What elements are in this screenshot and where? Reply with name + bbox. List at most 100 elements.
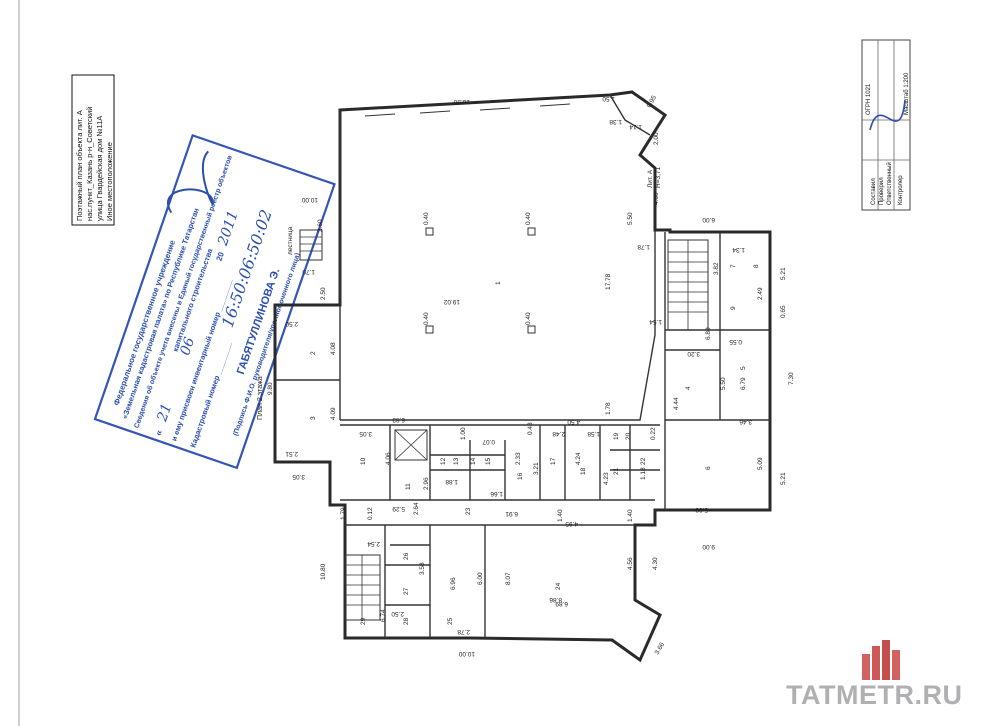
room-num-7: 7 [730,264,737,268]
dim-right-13: 1.34 [732,246,745,253]
stamp-hand-day: 21 [154,402,175,425]
dim-low-13: 1.79 [340,507,347,520]
dim-top-3: 1.38 [609,118,622,125]
dim-mid-14: 2.96 [423,477,430,490]
room-num-18: 18 [580,467,587,475]
title-stamp-label: ОГРН 1021 [866,83,872,115]
room-num-24: 24 [555,582,562,590]
dim-left-3: 1.70 [302,268,315,275]
height-label: Н=3,71 [655,166,662,188]
dim-right-2: 5.50 [627,212,634,225]
dim-right-1: 6.00 [702,216,715,223]
dim-hall-5: 0.40 [423,312,430,325]
dim-low-28: 5.08 [695,506,708,513]
dim-low-29: 3.20 [687,350,700,357]
header-line-4: Иное местоположение [105,142,114,221]
header-line-2: нас.пункт_Казань р-н_Советский [85,107,94,221]
dim-mid-15: 1.88 [445,478,458,485]
dim-top-4: 1.14 [629,123,642,130]
room-num-20: 20 [625,432,632,440]
dim-top-5: 2.00 [653,132,660,145]
stamp-hand-month: 06 [177,335,198,357]
dim-low-6: 4.95 [565,520,578,527]
room-num-19: 19 [613,432,620,440]
room-num-17: 17 [550,457,557,465]
plan-labels: План 2 этажа лестница Лит. А Н=3,71 16.3… [257,94,795,657]
dim-mid-9: 0.43 [527,422,534,435]
room-num-22: 22 [640,457,647,465]
title-row-3: Ответственный [886,162,893,205]
room-num-16: 16 [517,472,524,480]
dim-low-22: 9.00 [702,543,715,550]
stair-right [668,240,708,330]
watermark-logo-icon [862,640,900,680]
floor-label: План 2 этажа [257,376,264,420]
dim-mid-11: 4.24 [575,452,582,465]
dim-low-9: 1.40 [627,509,634,522]
room-num-2: 2 [310,351,317,355]
room-num-11: 11 [405,483,412,490]
dim-mid-17: 2.33 [515,452,522,465]
room-num-26: 26 [403,552,410,560]
stamp-hand-year: 2011 [215,209,242,249]
room-num-28: 28 [403,617,410,625]
dim-low-16: 0.12 [367,507,374,520]
dim-mid-4: 4.50 [567,418,580,425]
room-num-23: 23 [465,507,472,515]
dim-mid-10: 3.21 [533,462,540,475]
stamp-line-3: Сведения об объекте учета внесены в Един… [133,154,235,430]
dim-low-2: 10.00 [458,650,475,657]
dim-mid-3: 3.05 [359,430,372,437]
room-num-9: 9 [730,306,737,310]
dim-low-15: 2.64 [413,502,420,515]
dim-right-6: 0.65 [780,305,787,318]
dim-low-21: 4.56 [627,557,634,570]
dim-low-3: 6.96 [450,577,457,590]
room-num-15: 15 [485,457,492,465]
room-num-25: 25 [447,617,454,625]
room-num-3: 3 [310,416,317,420]
dim-mid-5: 2.48 [552,430,565,437]
dim-hall-2: 17.78 [605,273,612,290]
dim-right-10: 3.82 [713,262,720,275]
dim-top-2: 1.50 [602,95,615,102]
header-line-1: Поэтажный план объекта лит. А [75,110,84,221]
dim-low-20: 6.89 [555,600,568,607]
dim-low-23: 5.09 [757,457,764,470]
dim-mid-16: 1.66 [490,490,503,497]
dim-left-9: 4.09 [330,407,337,420]
watermark-brand: TATMETR.RU [786,680,963,710]
title-row-4: Контролер [898,175,904,205]
dim-hall-1: 19.02 [443,298,460,305]
room-num-13: 13 [453,457,460,465]
dim-mid-8: 0.07 [482,438,495,445]
title-row-2: Проверил [879,177,885,205]
dim-mid-1: 6.83 [392,416,405,423]
dim-left-6: 3.05 [292,473,305,480]
dim-low-11: 3.66 [654,641,667,656]
dim-low-18: 2.78 [457,628,470,635]
dim-low-25: 6.79 [740,377,747,390]
dim-hall-6: 0.40 [525,312,532,325]
dim-mid-13: 4.06 [385,452,392,465]
dim-left-7: 2.50 [285,320,298,327]
dim-right-5: 5.21 [780,267,787,280]
dim-mid-18: 0.22 [650,427,657,440]
dim-low-12: 2.54 [367,540,380,547]
dim-mid-2: 1.00 [460,427,467,440]
dim-low-31: 8.86 [549,596,562,603]
stamp-signature [167,150,215,214]
dim-mid-7: 1.58 [587,430,600,437]
title-block: Составил Проверил Ответственный Контроле… [861,39,911,211]
dim-top-1: 16.30 [453,98,470,105]
dim-mid-19: 1.18 [640,467,647,480]
dim-mid-20: 3.58 [419,562,426,575]
dim-low-7: 6.91 [505,510,518,517]
dim-low-4: 6.00 [477,572,484,585]
dim-low-30: 6.80 [705,327,712,340]
room-num-21: 21 [613,467,620,475]
dim-left-2: 3.60 [317,219,324,232]
dim-hall-4: 0.40 [525,212,532,225]
dim-right-12: 1.54 [649,318,662,325]
